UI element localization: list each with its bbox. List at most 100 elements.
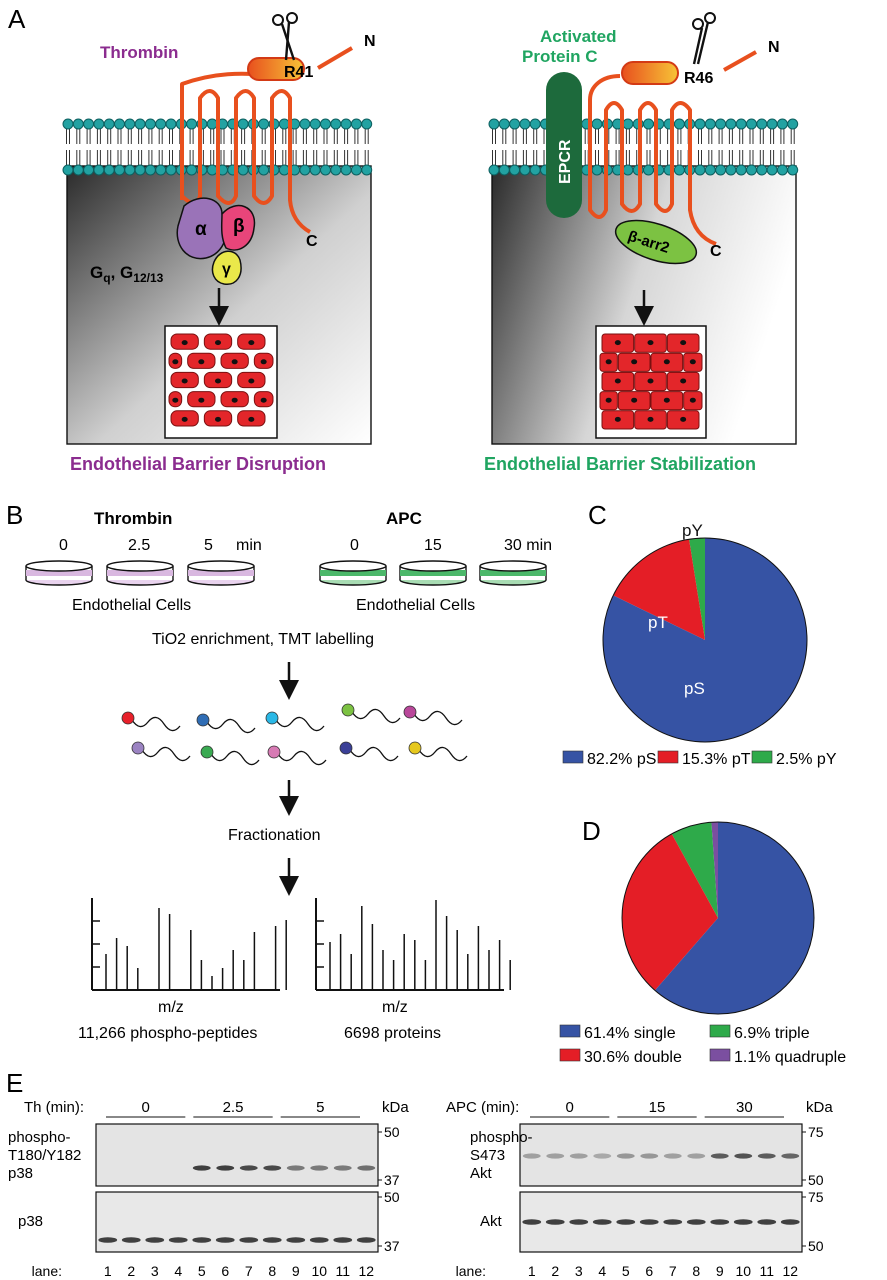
- cell-nucleus: [260, 397, 267, 403]
- lipid-head: [258, 118, 270, 130]
- lipid-head: [134, 118, 146, 130]
- culture-medium: [188, 570, 254, 576]
- spectrum-right-caption: 6698 proteins: [344, 1025, 441, 1042]
- peptide-chain: [141, 746, 191, 762]
- blot-band-total: [710, 1219, 730, 1225]
- lipid-head: [787, 118, 799, 130]
- cell-nucleus: [631, 397, 638, 403]
- peptide-chain: [413, 710, 463, 726]
- spectrum-left-caption: 11,266 phospho-peptides: [78, 1025, 257, 1042]
- lipid-head: [320, 164, 331, 176]
- peptide-chain: [131, 716, 181, 732]
- pie-outline: [602, 537, 808, 743]
- cell-nucleus: [689, 359, 696, 365]
- lipid-head: [350, 118, 362, 130]
- legend-label-double: 30.6% double: [584, 1049, 682, 1066]
- c-terminus-label-left: C: [306, 233, 318, 250]
- blot-label-phospho: phospho-: [470, 1129, 533, 1146]
- apc-time-30: 30 min: [504, 537, 552, 554]
- blot-label-phospho: S473: [470, 1147, 505, 1164]
- blot-band-total: [309, 1237, 329, 1243]
- cells-label-apc: Endothelial Cells: [356, 597, 475, 614]
- thrombin-time-5: 5: [204, 537, 213, 554]
- cell-nucleus: [231, 397, 238, 403]
- lipid-head: [93, 118, 105, 130]
- lane-number: 7: [245, 1263, 253, 1279]
- mz-label-right: m/z: [382, 999, 408, 1016]
- peptide-chain: [418, 746, 468, 762]
- lane-number: 10: [735, 1263, 751, 1279]
- cell-nucleus: [248, 416, 255, 422]
- time-group-label: 15: [649, 1099, 666, 1116]
- enrichment-label: TiO2 enrichment, TMT labelling: [152, 631, 374, 648]
- kda-marker: 75: [808, 1124, 824, 1140]
- lipid-head: [673, 164, 685, 176]
- lane-number: 4: [598, 1263, 606, 1279]
- thrombin-label: Thrombin: [100, 43, 178, 62]
- blot-band-phospho: [546, 1153, 565, 1159]
- culture-dish-rim: [106, 560, 174, 572]
- lipid-head: [124, 118, 136, 130]
- lane-number: 2: [127, 1263, 135, 1279]
- lipid-head: [186, 164, 198, 176]
- blot-band-total: [592, 1219, 612, 1225]
- blot-band-total: [215, 1237, 235, 1243]
- blot-band-phospho: [781, 1153, 800, 1159]
- lane-number: 2: [551, 1263, 559, 1279]
- blot-membrane-total: [519, 1191, 803, 1253]
- lane-number: 7: [669, 1263, 677, 1279]
- lipid-head: [591, 118, 603, 130]
- lipid-head: [330, 164, 342, 176]
- pie-slice-pT: [613, 539, 705, 640]
- lipid-head: [519, 164, 531, 176]
- lipid-head: [715, 118, 727, 130]
- blot-band-total: [262, 1237, 282, 1243]
- par1-receptor-right: [588, 74, 717, 246]
- cell-nucleus: [605, 397, 612, 403]
- lipid-head: [83, 118, 95, 130]
- cell-nucleus: [631, 359, 638, 365]
- cell-nucleus: [215, 340, 221, 346]
- lipid-head: [309, 118, 321, 130]
- blot-band-total: [757, 1219, 777, 1225]
- c-terminus-label-right: C: [710, 243, 722, 260]
- n-terminus-tail-left: [316, 46, 354, 70]
- peptide-chain: [275, 716, 325, 732]
- lipid-head: [165, 118, 177, 130]
- cell-nucleus: [215, 378, 221, 384]
- cell-nucleus: [248, 378, 255, 384]
- lipid-head: [694, 164, 706, 176]
- cell-nucleus: [663, 359, 670, 365]
- lipid-head: [278, 118, 290, 130]
- thrombin-molecule: [247, 57, 305, 81]
- lipid-head: [704, 164, 716, 176]
- lipid-head: [155, 118, 167, 130]
- blot-band-total: [356, 1237, 376, 1243]
- lipid-head: [746, 118, 757, 130]
- legend-label-triple: 6.9% triple: [734, 1025, 810, 1042]
- fractionation-label: Fractionation: [228, 827, 321, 844]
- blot-band-phospho: [663, 1153, 682, 1159]
- lipid-head: [498, 118, 510, 130]
- pie-slice-triple: [671, 822, 718, 918]
- kda-label: kDa: [382, 1099, 409, 1116]
- thrombin-time-0: 0: [59, 537, 68, 554]
- lipid-head: [756, 164, 768, 176]
- lipid-head: [299, 118, 311, 130]
- g-protein-heterotrimer: α β γ: [176, 197, 256, 285]
- blot-band-phospho: [357, 1165, 376, 1171]
- g-alpha-subunit: [176, 197, 227, 260]
- tmt-tag: [403, 705, 417, 719]
- lane-number: 11: [335, 1263, 350, 1279]
- cell-nucleus: [663, 397, 670, 403]
- blot-band-total: [192, 1237, 212, 1243]
- lipid-head: [237, 118, 249, 130]
- lipid-head: [309, 164, 321, 176]
- n-terminus-label-right: N: [768, 39, 780, 56]
- lipid-head: [361, 164, 373, 176]
- lipid-head: [643, 164, 654, 176]
- tmt-tag: [341, 703, 355, 717]
- lipid-head: [643, 118, 654, 130]
- panel-label-c: C: [588, 500, 607, 530]
